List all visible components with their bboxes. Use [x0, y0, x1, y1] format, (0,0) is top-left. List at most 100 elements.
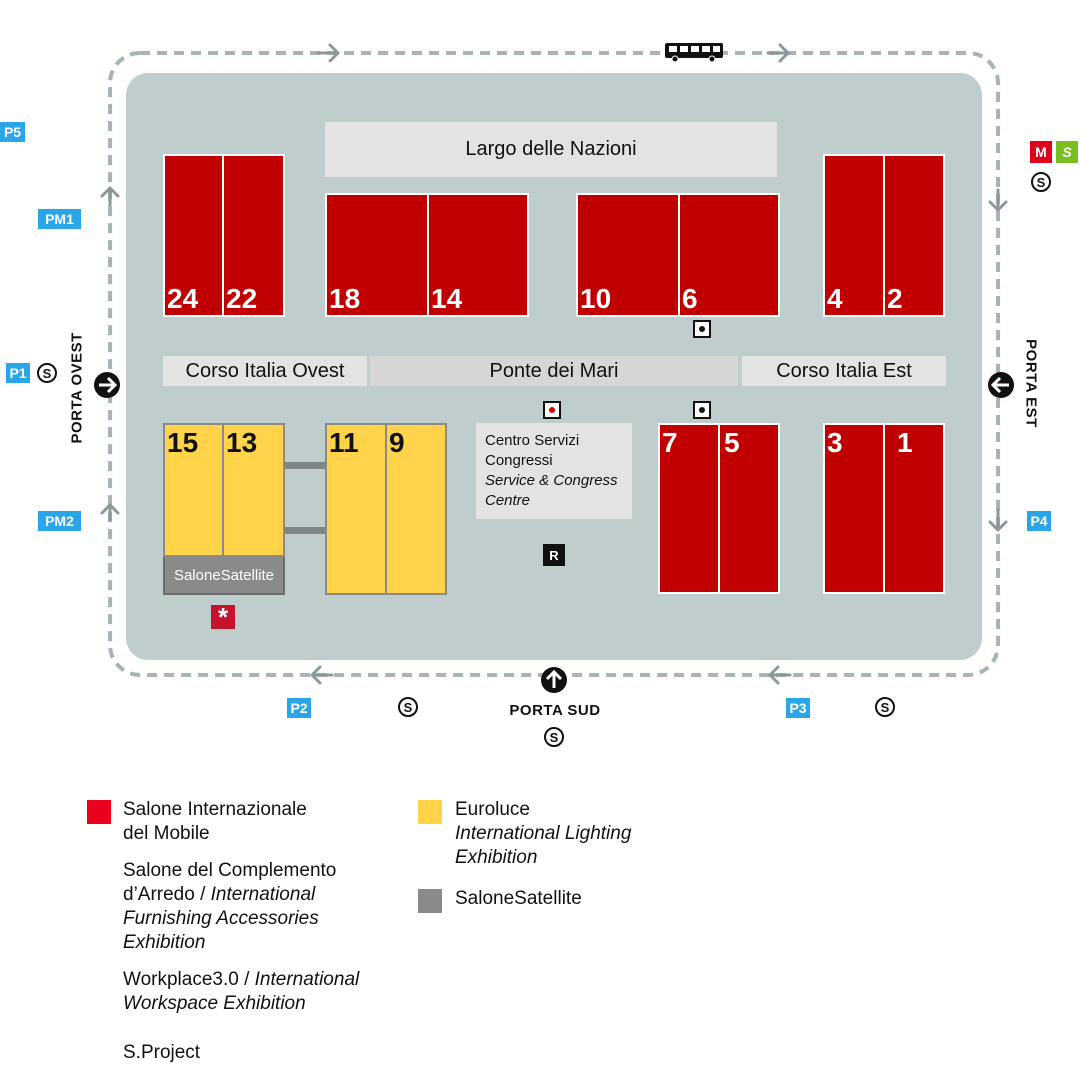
parking-pm1[interactable]: PM1: [38, 209, 81, 229]
arrow-up-icon: [100, 186, 120, 207]
service-congress-centre[interactable]: Centro Servizi Congressi Service & Congr…: [476, 423, 632, 519]
parking-p3[interactable]: P3: [786, 698, 810, 718]
hall-1[interactable]: 1: [883, 423, 945, 594]
legend-complemento-line3: Furnishing Accessories: [123, 908, 319, 929]
legend-complemento-line4: Exhibition: [123, 932, 206, 953]
legend-workplace-line2: Workspace Exhibition: [123, 993, 306, 1014]
parking-p5[interactable]: P5: [0, 122, 25, 142]
hall-number: 4: [827, 283, 843, 314]
info-point-icon[interactable]: [693, 401, 711, 419]
legend-euroluce: Euroluce International Lighting Exhibiti…: [455, 798, 695, 870]
service-centre-line2: Congressi: [485, 452, 553, 469]
metro-m-icon[interactable]: M: [1030, 141, 1052, 163]
hall-number: 18: [329, 283, 361, 314]
parking-p1[interactable]: P1: [6, 363, 30, 383]
legend-sproject: S.Project: [123, 1042, 201, 1063]
arrow-left-icon: [768, 665, 792, 685]
hall-18[interactable]: 18: [325, 193, 429, 317]
gate-ovest-arrow-icon: [94, 372, 120, 398]
legend-salone-line2: del Mobile: [123, 823, 210, 844]
legend-satellite: SaloneSatellite: [455, 888, 582, 909]
legend-complemento-line2a: d’Arredo /: [123, 884, 211, 905]
arrow-right-icon: [316, 43, 340, 63]
legend-salone: Salone Internazionale del Mobile: [123, 798, 383, 846]
parking-p4[interactable]: P4: [1027, 511, 1051, 531]
gate-ovest-label: PORTA OVEST: [68, 332, 86, 444]
legend-swatch-grey: [418, 889, 442, 913]
legend-salone-line1: Salone Internazionale: [123, 799, 307, 820]
r-icon[interactable]: R: [543, 544, 565, 566]
service-centre-line1: Centro Servizi: [485, 432, 580, 449]
hall-number: 6: [682, 283, 698, 314]
hall-6[interactable]: 6: [678, 193, 780, 317]
legend-euroluce-line2: International Lighting: [455, 823, 632, 844]
hall-13[interactable]: 13: [222, 423, 285, 557]
hall-4[interactable]: 4: [823, 154, 885, 317]
corso-italia-ovest: Corso Italia Ovest: [163, 356, 367, 386]
hall-2[interactable]: 2: [883, 154, 945, 317]
hall-15[interactable]: 15: [163, 423, 224, 557]
arrow-up-icon: [100, 503, 120, 522]
hall-number: 7: [662, 427, 678, 458]
shuttle-stop-icon[interactable]: S: [875, 697, 895, 717]
service-centre-line3: Service & Congress: [485, 472, 618, 489]
arrow-down-icon: [988, 188, 1008, 212]
legend-complemento-line2b: International: [210, 884, 316, 905]
hall-11[interactable]: 11: [325, 423, 387, 595]
connector-top: [284, 462, 326, 469]
bus-icon: [665, 43, 723, 63]
legend-workplace-a: Workplace3.0 /: [123, 969, 255, 990]
legend-swatch-yellow: [418, 800, 442, 824]
hall-number: 11: [329, 427, 359, 458]
parking-p2[interactable]: P2: [287, 698, 311, 718]
gate-est-label: PORTA EST: [1022, 339, 1040, 428]
legend-complemento: Salone del Complemento d’Arredo / Intern…: [123, 859, 393, 955]
hall-9[interactable]: 9: [385, 423, 447, 595]
asterisk-icon[interactable]: *: [211, 604, 235, 630]
shuttle-stop-icon[interactable]: S: [1031, 172, 1051, 192]
hall-number: 5: [724, 427, 740, 458]
hall-10[interactable]: 10: [576, 193, 680, 317]
salonesatellite-area[interactable]: SaloneSatellite: [163, 557, 285, 595]
hall-24[interactable]: 24: [163, 154, 224, 317]
hall-number: 24: [167, 283, 199, 314]
hall-number: 22: [226, 283, 258, 314]
corso-italia-est: Corso Italia Est: [742, 356, 946, 386]
gate-sud-arrow-icon: [541, 667, 567, 693]
shuttle-stop-icon[interactable]: S: [398, 697, 418, 717]
route-arrows: [100, 43, 1008, 685]
red-point-icon[interactable]: [543, 401, 561, 419]
hall-number: 2: [887, 283, 903, 314]
hall-3[interactable]: 3: [823, 423, 885, 594]
hall-7[interactable]: 7: [658, 423, 720, 594]
info-point-icon[interactable]: [693, 320, 711, 338]
arrow-down-icon: [988, 508, 1008, 532]
legend-complemento-line1: Salone del Complemento: [123, 860, 337, 881]
arrow-right-icon: [766, 43, 790, 63]
hall-number: 9: [389, 427, 405, 458]
hall-number: 1: [897, 427, 913, 458]
hall-5[interactable]: 5: [718, 423, 780, 594]
shuttle-stop-icon[interactable]: S: [544, 727, 564, 747]
legend-euroluce-line3: Exhibition: [455, 847, 538, 868]
largo-delle-nazioni: Largo delle Nazioni: [325, 122, 777, 177]
connector-bottom: [284, 527, 326, 534]
hall-number: 3: [827, 427, 843, 458]
hall-number: 10: [580, 283, 612, 314]
hall-14[interactable]: 14: [427, 193, 529, 317]
service-centre-line4: Centre: [485, 492, 531, 509]
hall-number: 13: [226, 427, 258, 458]
parking-pm2[interactable]: PM2: [38, 511, 81, 531]
legend-swatch-red: [87, 800, 111, 824]
ponte-dei-mari: Ponte dei Mari: [370, 356, 738, 386]
legend-euroluce-line1: Euroluce: [455, 799, 530, 820]
metro-s-icon[interactable]: S: [1056, 141, 1078, 163]
legend-workplace-b: International: [254, 969, 360, 990]
arrow-left-icon: [310, 665, 334, 685]
hall-22[interactable]: 22: [222, 154, 285, 317]
shuttle-stop-icon[interactable]: S: [37, 363, 57, 383]
hall-number: 14: [431, 283, 463, 314]
shuttle-route: [108, 51, 1000, 677]
gate-sud-label: PORTA SUD: [509, 702, 601, 719]
hall-number: 15: [167, 427, 199, 458]
